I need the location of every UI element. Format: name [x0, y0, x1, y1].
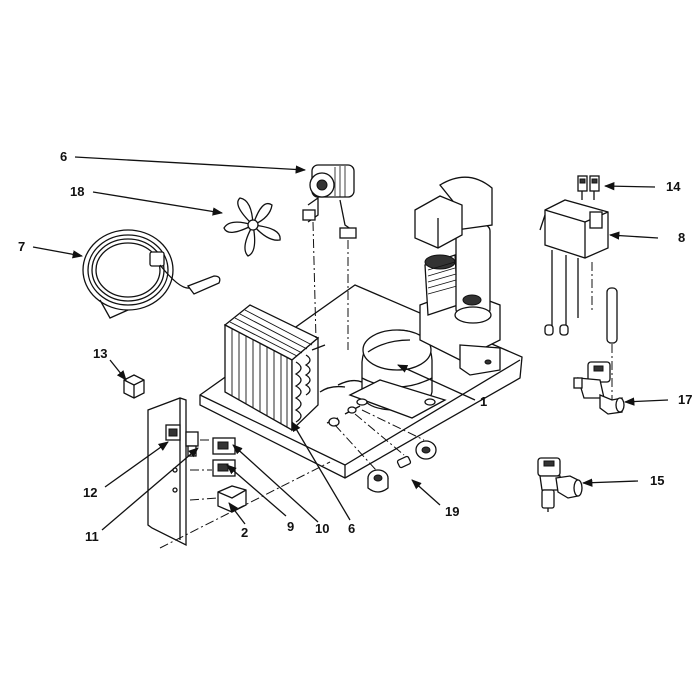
leader-lines: [32, 156, 669, 531]
callout-2: 2: [241, 525, 248, 540]
callout-10: 10: [315, 521, 329, 536]
callout-14: 14: [666, 179, 681, 194]
control-box: [539, 199, 618, 400]
callout-numbers: 6 18 7 14 8 13 1 17 15 12 11 2 9 10 6 19: [18, 149, 692, 544]
terminal-connectors: [577, 175, 600, 200]
fan-motor: [302, 164, 357, 350]
callout-7: 7: [18, 239, 25, 254]
callout-12: 12: [83, 485, 97, 500]
water-valve: [573, 361, 625, 415]
callout-8: 8: [678, 230, 685, 245]
compressor: [319, 329, 447, 419]
condenser-coil: [223, 304, 326, 432]
callout-11: 11: [85, 529, 99, 544]
electrical-panel: [147, 397, 331, 549]
callout-18: 18: [70, 184, 84, 199]
solenoid-valve: [537, 457, 583, 512]
pump-assembly: [414, 176, 501, 376]
callout-6-condenser: 6: [348, 521, 355, 536]
fittings: [326, 405, 437, 493]
fan-blade: [223, 197, 281, 257]
small-block: [123, 374, 145, 399]
callout-17: 17: [678, 392, 692, 407]
callout-1: 1: [480, 394, 487, 409]
callout-15: 15: [650, 473, 664, 488]
callout-19: 19: [445, 504, 459, 519]
callout-6-fan-motor: 6: [60, 149, 67, 164]
callout-13: 13: [93, 346, 107, 361]
capillary-coil: [82, 229, 221, 319]
callout-9: 9: [287, 519, 294, 534]
